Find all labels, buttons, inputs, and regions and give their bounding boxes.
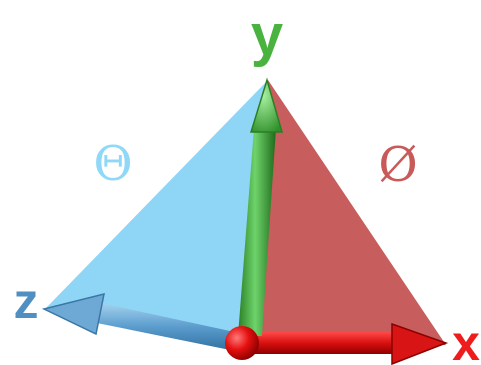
phi-plane — [240, 80, 446, 345]
y-axis-label: y — [251, 3, 283, 68]
x-axis-label: x — [452, 315, 480, 365]
y-axis-arrow — [238, 77, 283, 336]
theta-label: Θ — [93, 136, 132, 192]
z-axis-arrow — [41, 292, 244, 352]
x-axis-arrow — [242, 322, 449, 365]
z-axis-label: z — [14, 273, 39, 329]
phi-label: Ø — [378, 137, 417, 193]
origin-point — [225, 326, 259, 360]
theta-plane — [46, 80, 268, 340]
